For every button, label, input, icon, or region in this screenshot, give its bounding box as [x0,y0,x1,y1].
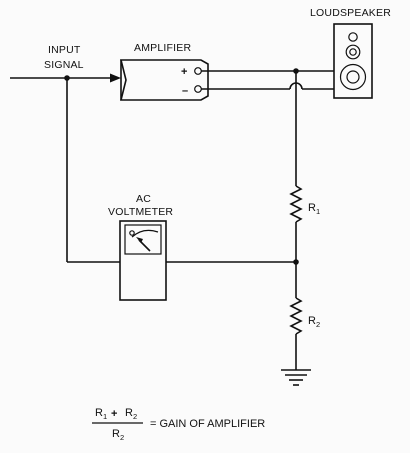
loudspeaker-midrange-outer-icon [345,44,361,60]
loudspeaker-tweeter-icon [348,32,358,42]
r2-subscript: 2 [316,320,320,329]
voltmeter-face [124,224,162,255]
ground-symbol-icon [281,369,311,386]
formula-num-r1-sub: 1 [103,412,107,421]
voltmeter-label: VOLTMETER [108,206,173,218]
amp-minus-sign: – [182,85,188,97]
amplifier-body [119,59,209,101]
amp-plus-terminal [194,67,202,75]
resistor-r1 [289,185,303,223]
formula-den-r2-sub: 2 [120,433,124,442]
formula-num-r2: R [125,407,133,419]
input-label-line1: INPUT [48,44,81,56]
voltmeter-body [119,220,167,301]
formula-num-r2-sub: 2 [133,412,137,421]
r1-subscript: 1 [316,207,320,216]
amp-plus-sign: + [181,66,187,78]
loudspeaker-cabinet [333,23,373,99]
input-arrowhead [110,73,121,83]
voltmeter-needle-tip-icon [136,237,143,243]
loudspeaker-woofer-outer-icon [339,63,367,91]
formula-result-text: = GAIN OF AMPLIFIER [150,418,265,430]
amp-minus-terminal [194,85,202,93]
resistor-r2 [289,297,303,335]
r2-label: R [308,315,316,327]
r1-label: R [308,202,316,214]
formula-plus: + [111,408,117,420]
voltmeter-zero-adjust-icon [129,230,135,236]
gain-formula: R 1 + R 2 R 2 = GAIN OF AMPLIFIER [92,407,265,442]
loudspeaker-label: LOUDSPEAKER [310,7,391,19]
ac-label: AC [136,193,151,205]
loudspeaker-midrange-inner-icon [349,48,357,56]
input-label-line2: SIGNAL [44,59,84,71]
loudspeaker-woofer-inner-icon [346,70,360,84]
amplifier-label: AMPLIFIER [134,42,191,54]
voltmeter-scale-arc [131,229,159,238]
formula-den-r2: R [112,428,120,440]
formula-num-r1: R [95,407,103,419]
